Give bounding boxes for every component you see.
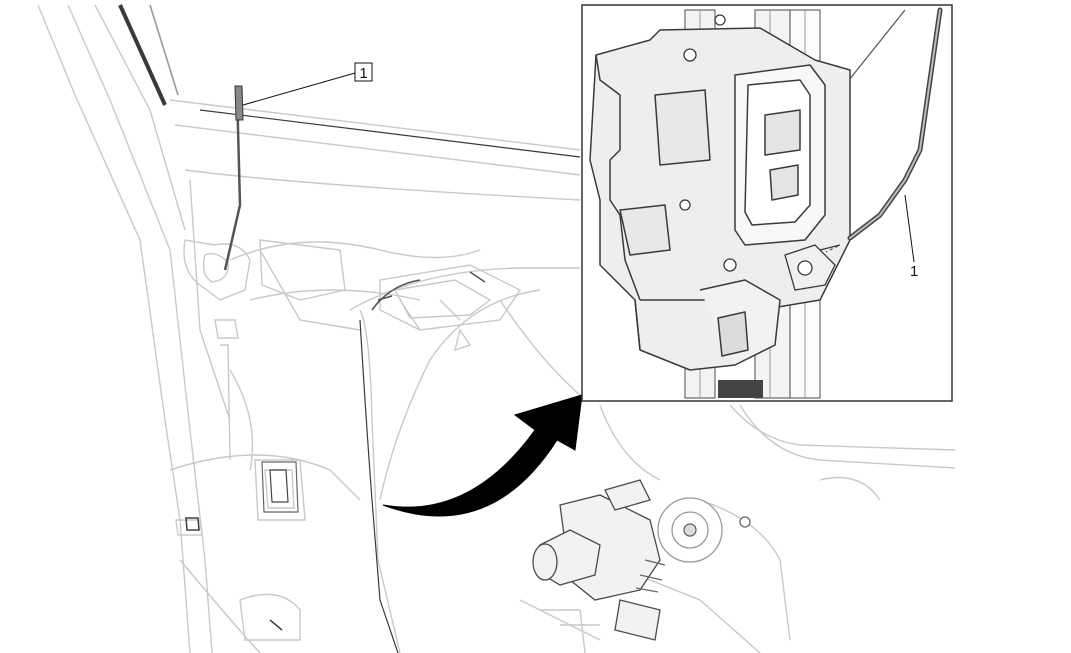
callout-leader-main (242, 72, 356, 106)
regulator-rod (223, 85, 244, 271)
inset-dark-block (718, 380, 763, 398)
door-dark-details (118, 4, 581, 653)
direction-arrow (382, 394, 583, 517)
window-motor (532, 479, 751, 641)
inset-cable (844, 9, 906, 86)
carrier-fasteners (679, 14, 737, 272)
inset-detail: 1 (581, 4, 953, 402)
callout-label-main: 1 (359, 65, 367, 82)
callout-label-inset: 1 (910, 263, 918, 280)
callout-box-main (354, 62, 373, 82)
rod-clip (784, 244, 841, 291)
inset-rod-dash (825, 245, 839, 253)
regulator-carrier (589, 27, 851, 371)
callout-leader-inset (904, 194, 915, 263)
callout-main: 1 (242, 62, 373, 106)
door-inner-panel (37, 4, 956, 653)
inset-regulator-rod-highlight (849, 9, 941, 239)
